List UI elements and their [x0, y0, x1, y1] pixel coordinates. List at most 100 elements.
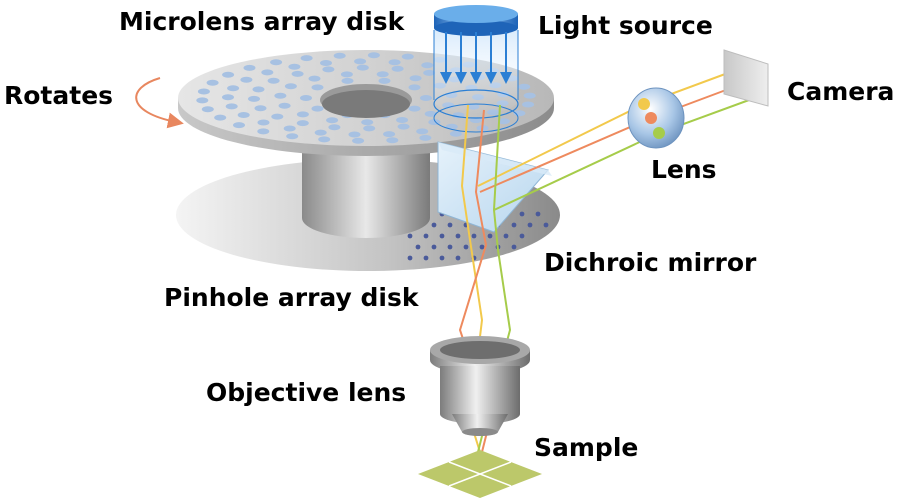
- microlens: [288, 63, 301, 70]
- microlens: [388, 59, 401, 66]
- dichroic-mirror-label: Dichroic mirror: [544, 248, 757, 277]
- microlens: [311, 84, 324, 91]
- microlens-dots: [196, 52, 536, 144]
- microlens: [423, 69, 436, 76]
- microlens: [383, 131, 396, 138]
- microlens: [308, 75, 321, 82]
- pinhole: [407, 233, 413, 239]
- lens-spot-orange: [645, 112, 657, 124]
- sample-label: Sample: [534, 433, 638, 462]
- pinhole-disk-label: Pinhole array disk: [164, 283, 420, 312]
- microlens: [261, 69, 274, 76]
- pinhole: [455, 255, 461, 261]
- microlens: [320, 60, 332, 66]
- microlens: [227, 85, 240, 92]
- microlens-disk-label: Microlens array disk: [119, 7, 406, 36]
- microlens: [419, 134, 432, 141]
- microlens: [363, 125, 376, 132]
- pinhole: [519, 233, 525, 239]
- microlens: [378, 77, 391, 84]
- pinhole: [543, 222, 549, 228]
- pinhole: [511, 244, 517, 250]
- microlens: [311, 105, 324, 112]
- pinhole: [479, 244, 485, 250]
- pinhole: [455, 233, 461, 239]
- pinhole: [439, 233, 445, 239]
- pinhole: [423, 233, 429, 239]
- pinhole: [447, 244, 453, 250]
- microlens: [356, 64, 369, 71]
- microlens: [421, 62, 434, 69]
- microlens: [248, 95, 260, 102]
- pinhole: [423, 255, 429, 261]
- pinhole: [535, 211, 541, 217]
- microlens: [300, 95, 312, 101]
- microlens: [408, 84, 421, 91]
- microlens: [233, 122, 245, 129]
- microlens: [243, 64, 256, 71]
- pinhole: [487, 233, 493, 239]
- microlens: [267, 77, 280, 84]
- microlens: [206, 79, 219, 86]
- microlens: [225, 103, 238, 110]
- microlens: [278, 102, 291, 109]
- light-source: [433, 5, 519, 133]
- microlens: [314, 129, 327, 136]
- microlens: [201, 106, 214, 113]
- pinhole: [447, 222, 453, 228]
- microlens: [257, 119, 270, 126]
- microlens: [354, 58, 367, 65]
- microlens: [470, 117, 482, 124]
- pinhole: [519, 211, 525, 217]
- light-source-label: Light source: [538, 11, 713, 40]
- microlens: [396, 117, 409, 123]
- microlens: [386, 137, 399, 144]
- microlens: [340, 71, 353, 78]
- microlens: [271, 113, 284, 120]
- microlens: [196, 97, 209, 104]
- microlens: [401, 53, 414, 60]
- microlens: [376, 71, 389, 78]
- curved-arrow-icon: [135, 77, 184, 129]
- microlens: [361, 119, 374, 126]
- microlens: [424, 110, 437, 117]
- microlens: [197, 88, 210, 95]
- microlens: [449, 130, 462, 137]
- microlens: [420, 95, 432, 101]
- microlens: [326, 117, 339, 124]
- lens: [627, 87, 685, 149]
- pinhole: [431, 222, 437, 228]
- pinhole: [463, 244, 469, 250]
- pinhole: [527, 222, 533, 228]
- microlens: [341, 77, 354, 84]
- objective-lens: [430, 336, 530, 436]
- camera-sensor: [723, 49, 769, 107]
- microlens: [416, 128, 429, 135]
- microlens: [254, 105, 267, 112]
- lens-spot-yellow: [638, 98, 650, 110]
- pinhole: [439, 255, 445, 261]
- microlens: [348, 131, 361, 138]
- microlens: [296, 111, 309, 118]
- microlens: [322, 66, 335, 73]
- pinhole: [431, 244, 437, 250]
- microlens: [270, 59, 283, 66]
- microlens: [333, 52, 346, 59]
- microlens: [522, 101, 535, 108]
- microlens: [296, 120, 309, 127]
- pinhole: [415, 244, 421, 250]
- microlens: [328, 124, 341, 131]
- microlens: [214, 114, 227, 121]
- microlens: [240, 76, 253, 83]
- rotates-label: Rotates: [4, 81, 113, 110]
- microlens: [291, 70, 304, 77]
- sample: [418, 450, 542, 498]
- microlens: [300, 55, 313, 62]
- microlens: [283, 125, 296, 132]
- microlens: [318, 136, 331, 143]
- microlens: [523, 92, 536, 99]
- microlens: [409, 75, 422, 82]
- microlens: [274, 92, 287, 99]
- down-arrows-icon: [440, 32, 512, 84]
